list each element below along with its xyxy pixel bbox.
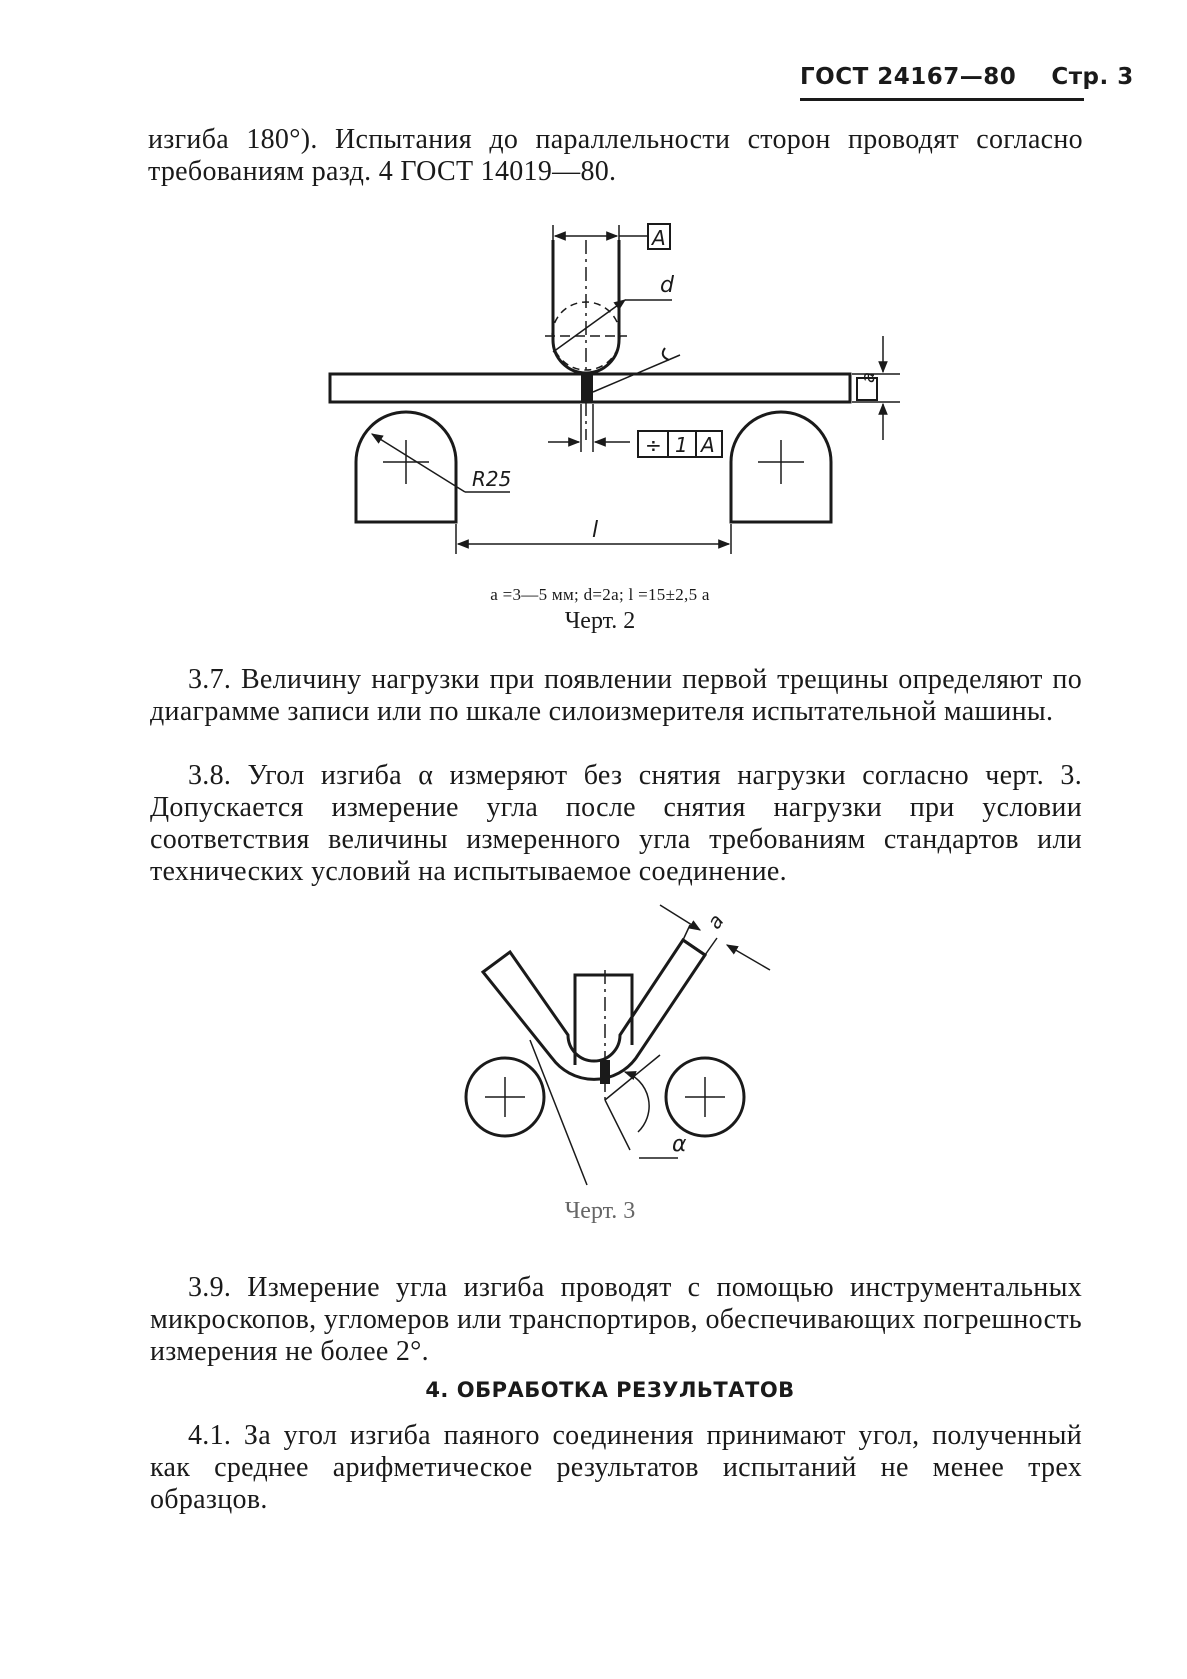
paragraph-4-1: 4.1. За угол изгиба паяного соединения п… [150, 1420, 1082, 1515]
thickness-dimension-a [852, 336, 900, 440]
intro-paragraph: изгиба 180°). Испытания до параллельност… [148, 124, 1083, 187]
thickness-a-label: a [858, 372, 879, 383]
tolerance-symbol: ÷ [645, 433, 662, 457]
width-dimension-A [552, 223, 671, 250]
paragraph-3-9: 3.9. Измерение угла изгиба проводят с по… [150, 1272, 1082, 1367]
support-centers [370, 433, 804, 493]
page-header: ГОСТ 24167—80 Стр. 3 [800, 64, 1133, 90]
bend-punch [573, 973, 634, 1065]
paragraph-3-7: 3.7. Величину нагрузки при появлении пер… [150, 664, 1082, 727]
tolerance-datum: A [699, 433, 715, 457]
page-number: Стр. 3 [1051, 64, 1134, 90]
bend-rollers [464, 1056, 746, 1138]
diameter-d-label: d [660, 273, 675, 298]
figure-3-caption: Черт. 3 [564, 1198, 636, 1224]
thickness-a-label-fig3: a [702, 909, 729, 933]
alpha-label: α [672, 1132, 687, 1157]
standard-number: ГОСТ 24167—80 [800, 64, 1017, 90]
right-support [729, 410, 833, 524]
section-4-heading: 4. ОБРАБОТКА РЕЗУЛЬТАТОВ [425, 1378, 795, 1402]
datum-A-label: A [650, 226, 666, 250]
paragraph-3-8: 3.8. Угол изгиба α измеряют без снятия н… [150, 760, 1082, 887]
weld-leader [592, 347, 681, 393]
thickness-dimension-a-fig3 [659, 904, 771, 971]
punch-circle [545, 240, 672, 440]
radius-label: R25 [472, 467, 511, 491]
header-rule [800, 98, 1084, 101]
left-support [354, 410, 458, 524]
figure-2-formula: a =3—5 мм; d=2a; l =15±2,5 a [490, 585, 710, 604]
angle-construction [529, 1039, 678, 1186]
roller-centers [485, 1077, 725, 1117]
figure-2-drawing: A d a R25 ÷ 1 A [328, 223, 900, 554]
span-dimension-l [455, 524, 732, 554]
figure-2-caption: Черт. 2 [564, 608, 636, 634]
seam-width-dimension [548, 404, 723, 458]
tolerance-value: 1 [675, 433, 688, 457]
figure-3-drawing: α a [464, 904, 771, 1186]
span-l-label: l [592, 518, 598, 543]
solder-joint [581, 374, 593, 402]
